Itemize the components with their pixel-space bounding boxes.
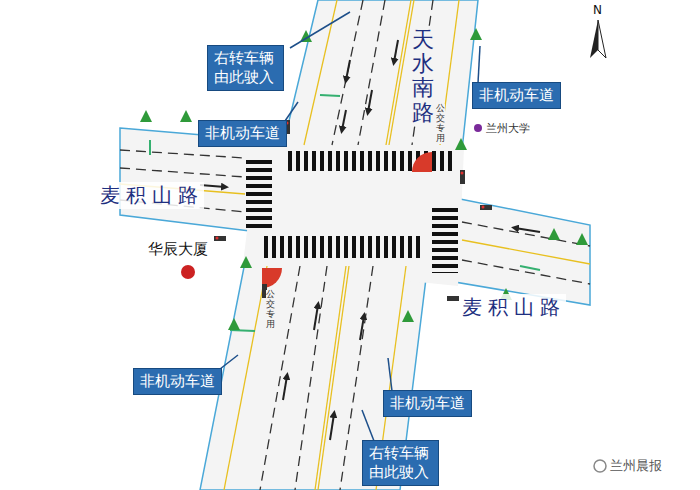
junction xyxy=(243,140,464,286)
north-arrow xyxy=(590,20,606,58)
callout-text: 非机动车道 xyxy=(479,86,554,105)
lane-marking: 公交专用 xyxy=(266,290,275,330)
callout-box: 非机动车道 xyxy=(383,390,472,417)
road-name: 麦积山路 xyxy=(100,182,204,209)
callout-box: 非机动车道 xyxy=(198,120,287,147)
callout-box: 非机动车道 xyxy=(472,82,561,109)
road xyxy=(120,0,590,490)
lane-marking: 公交专用 xyxy=(436,104,445,144)
place-name: 兰州大学 xyxy=(486,121,530,136)
callout-text: 非机动车道 xyxy=(205,124,280,143)
watermark: 兰州晨报 xyxy=(610,457,662,475)
north-label: N xyxy=(593,3,602,17)
callout-box: 右转车辆由此驶入 xyxy=(362,440,439,486)
road-name: 天水南路 xyxy=(412,28,434,125)
building-name: 华辰大厦 xyxy=(148,240,208,259)
callout-text: 右转车辆由此驶入 xyxy=(214,49,277,87)
road-name: 麦积山路 xyxy=(462,294,566,321)
callout-text: 非机动车道 xyxy=(140,372,215,391)
callout-text: 右转车辆由此驶入 xyxy=(369,444,432,482)
callout-box: 右转车辆由此驶入 xyxy=(207,45,284,91)
callout-box: 非机动车道 xyxy=(133,368,222,395)
callout-text: 非机动车道 xyxy=(390,394,465,413)
